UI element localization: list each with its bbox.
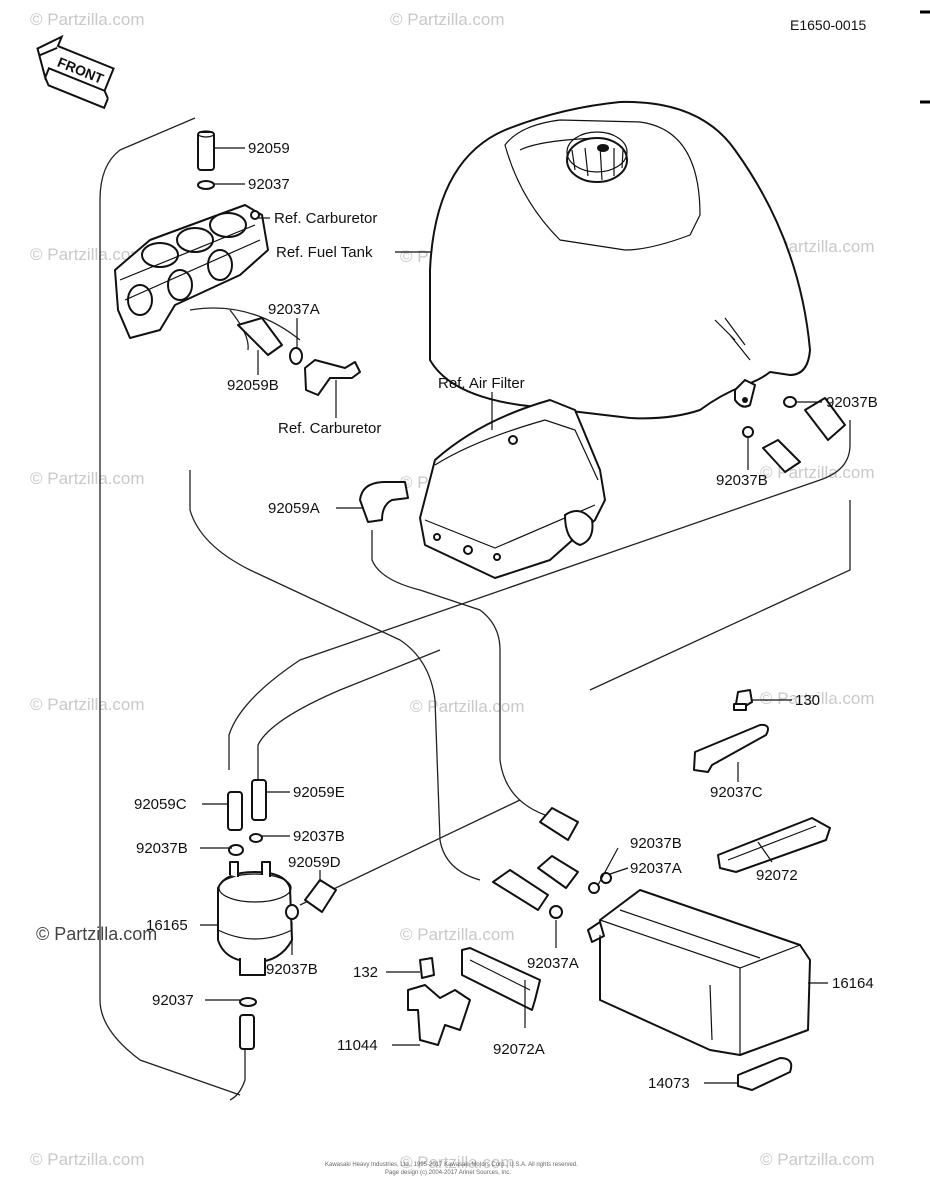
label-130: 130 <box>795 692 820 709</box>
watermark: © Partzilla.com <box>400 1153 515 1172</box>
watermark: © Partzilla.com <box>760 689 875 708</box>
label-92037: 92037 <box>248 176 290 193</box>
front-arrow-icon: FRONT <box>36 34 115 110</box>
watermark: © Partzilla.com <box>410 697 525 716</box>
label-92037b: 92037B <box>293 828 345 845</box>
watermark: © Partzilla.com <box>760 463 875 482</box>
label-92059e: 92059E <box>293 784 345 801</box>
watermark: © Partzilla.com <box>30 469 145 488</box>
label-92037b: 92037B <box>826 394 878 411</box>
fuel-pump <box>217 861 293 976</box>
diagram-code: E1650-0015 <box>790 17 867 33</box>
label-92059a: 92059A <box>268 500 320 517</box>
hose-routing-lines <box>99 117 851 1101</box>
label-ref-carburetor: Ref. Carburetor <box>274 210 377 227</box>
canister <box>587 889 811 1056</box>
carburetor-assembly <box>114 204 269 339</box>
label-92037c: 92037C <box>710 784 763 801</box>
watermark: © Partzilla.com <box>390 10 505 29</box>
label-132: 132 <box>353 964 378 981</box>
watermark: © Partzilla.com <box>760 1150 875 1169</box>
label-92037a: 92037A <box>630 860 682 877</box>
label-ref-fuel-tank: Ref. Fuel Tank <box>276 244 373 261</box>
label-14073: 14073 <box>648 1075 690 1092</box>
label-92059d: 92059D <box>288 854 341 871</box>
label-ref-air-filter: Ref. Air Filter <box>438 375 525 392</box>
watermark: © Partzilla.com <box>30 695 145 714</box>
watermark: © Partzilla.com <box>30 1150 145 1169</box>
part-labels: 92059 92037 Ref. Carburetor Ref. Fuel Ta… <box>134 140 878 1092</box>
label-92037a: 92037A <box>268 301 320 318</box>
watermark: © Partzilla.com <box>400 925 515 944</box>
leader-lines <box>200 147 828 1084</box>
label-92037: 92037 <box>152 992 194 1009</box>
label-92059b: 92059B <box>227 377 279 394</box>
label-92059c: 92059C <box>134 796 187 813</box>
label-11044: 11044 <box>337 1037 378 1054</box>
label-16164: 16164 <box>832 975 874 992</box>
label-92037b: 92037B <box>136 840 188 857</box>
copyright-line: Kawasaki Heavy Industries, Ltd., 1995-20… <box>325 1162 578 1168</box>
watermark: © Partzilla.com <box>30 10 145 29</box>
label-92072a: 92072A <box>493 1041 545 1058</box>
label-92037a: 92037A <box>527 955 579 972</box>
air-filter-housing <box>419 399 606 579</box>
label-92072: 92072 <box>756 867 798 884</box>
label-92037b: 92037B <box>716 472 768 489</box>
brackets-and-straps <box>407 689 831 1091</box>
copyright-line: Page design (c) 2004-2017 Arinet Sources… <box>385 1170 511 1176</box>
watermark: © Partzilla.com <box>30 245 145 264</box>
label-16165: 16165 <box>146 917 188 934</box>
fuel-tank <box>429 100 811 420</box>
label-ref-carburetor: Ref. Carburetor <box>278 420 381 437</box>
label-92059: 92059 <box>248 140 290 157</box>
label-92037b: 92037B <box>266 961 318 978</box>
label-92037b: 92037B <box>630 835 682 852</box>
watermark-dark: © Partzilla.com <box>36 924 157 944</box>
